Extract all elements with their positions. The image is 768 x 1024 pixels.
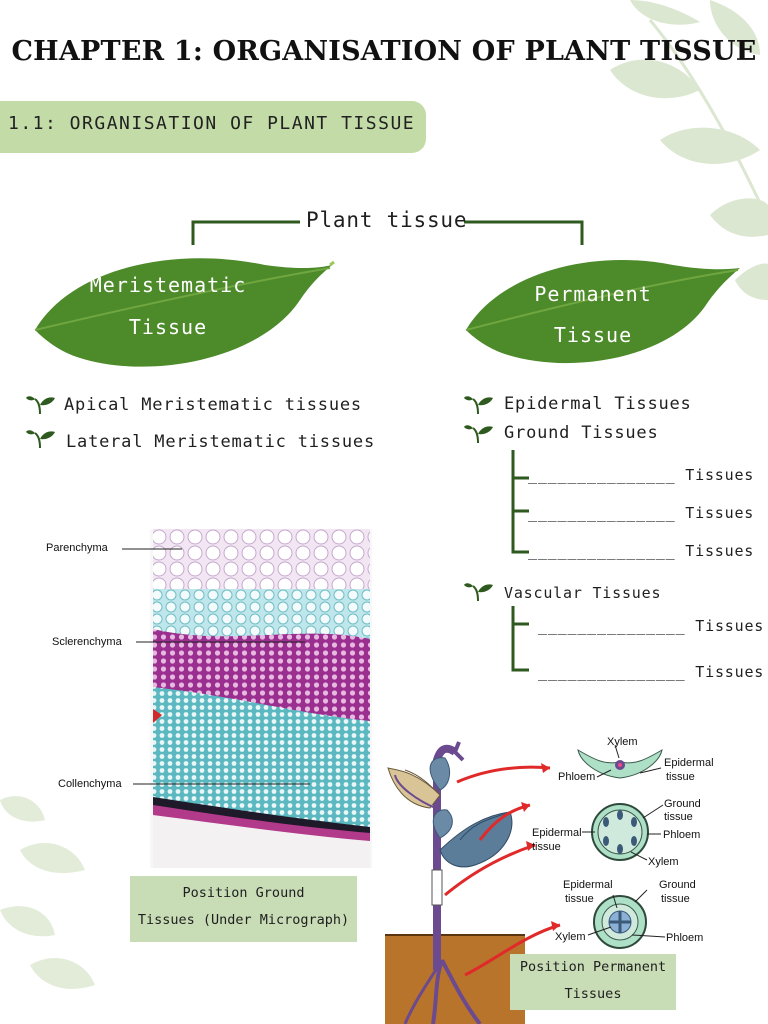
root-ground-label-1: Ground (659, 879, 696, 891)
stem-ground-label-1: Ground (664, 798, 701, 810)
root-ground-label-2: tissue (661, 893, 690, 905)
root-xylem-label: Xylem (555, 931, 586, 943)
apical-meristematic-item: Apical Meristematic tissues (64, 395, 362, 415)
vascular-bracket (511, 606, 529, 672)
sprout-icon (464, 583, 493, 602)
plant-diagram-caption-line1: Position Permanent (519, 959, 667, 975)
plant-diagram (385, 741, 666, 1024)
vascular-tissues-item: Vascular Tissues (504, 584, 662, 602)
meristematic-title-line1: Meristematic (89, 273, 247, 297)
leaf-phloem-label: Phloem (558, 771, 596, 783)
stem-ground-label-2: tissue (664, 811, 693, 823)
sclerenchyma-label: Sclerenchyma (52, 636, 122, 648)
plant-diagram-caption-line2: Tissues (564, 986, 622, 1002)
lateral-meristematic-item: Lateral Meristematic tissues (66, 432, 375, 452)
ground-blank-2: _______________ Tissues (528, 504, 755, 522)
epidermal-tissues-item: Epidermal Tissues (504, 394, 692, 414)
section-title: 1.1: ORGANISATION OF PLANT TISSUE (8, 113, 416, 134)
micrograph-pointer-lines (122, 548, 310, 785)
leaf-epidermal-label-2: tissue (666, 771, 695, 783)
ground-tissues-item: Ground Tissues (504, 423, 659, 443)
ground-blank-1: _______________ Tissues (528, 466, 755, 484)
tree-root-label: Plant tissue (306, 208, 468, 232)
stem-phloem-label: Phloem (663, 829, 701, 841)
permanent-leaf (465, 259, 740, 364)
micrograph-caption-line2: Tissues (Under Micrograph) (137, 912, 350, 928)
decorative-leaves-bottom-left (0, 796, 95, 989)
stem-xylem-label: Xylem (648, 856, 679, 868)
permanent-title-line2: Tissue (553, 323, 633, 347)
sprout-icon (26, 396, 55, 415)
leaf-xylem-label: Xylem (607, 736, 638, 748)
plant-diagram-caption: Position Permanent Tissues (510, 954, 676, 1010)
root-epidermal-label-2: tissue (565, 893, 594, 905)
sprout-icon (464, 396, 493, 415)
stem-epidermal-label-1: Epidermal (532, 827, 582, 839)
section-banner: 1.1: ORGANISATION OF PLANT TISSUE (0, 101, 426, 153)
meristematic-leaf (34, 258, 335, 367)
decorative-leaves-top-right (610, 0, 768, 300)
vascular-blank-2: _______________ Tissues (538, 663, 765, 681)
micrograph-caption-line1: Position Ground (182, 885, 305, 901)
meristematic-title-line2: Tissue (128, 315, 208, 339)
ground-blank-3: _______________ Tissues (528, 542, 755, 560)
sprout-icon (26, 430, 55, 449)
leaf-epidermal-label-1: Epidermal (664, 757, 714, 769)
stem-epidermal-label-2: tissue (532, 841, 561, 853)
page-title: CHAPTER 1: ORGANISATION OF PLANT TISSUE (11, 36, 757, 67)
micrograph-image (150, 529, 372, 868)
sprout-icon (464, 425, 493, 444)
collenchyma-label: Collenchyma (58, 778, 122, 790)
micrograph-caption: Position Ground Tissues (Under Micrograp… (130, 876, 357, 942)
ground-bracket (511, 450, 529, 554)
tree-connectors (191, 220, 584, 245)
root-phloem-label: Phloem (666, 932, 704, 944)
vascular-blank-1: _______________ Tissues (538, 617, 765, 635)
root-epidermal-label-1: Epidermal (563, 879, 613, 891)
parenchyma-label: Parenchyma (46, 542, 108, 554)
permanent-title-line1: Permanent (534, 282, 652, 306)
